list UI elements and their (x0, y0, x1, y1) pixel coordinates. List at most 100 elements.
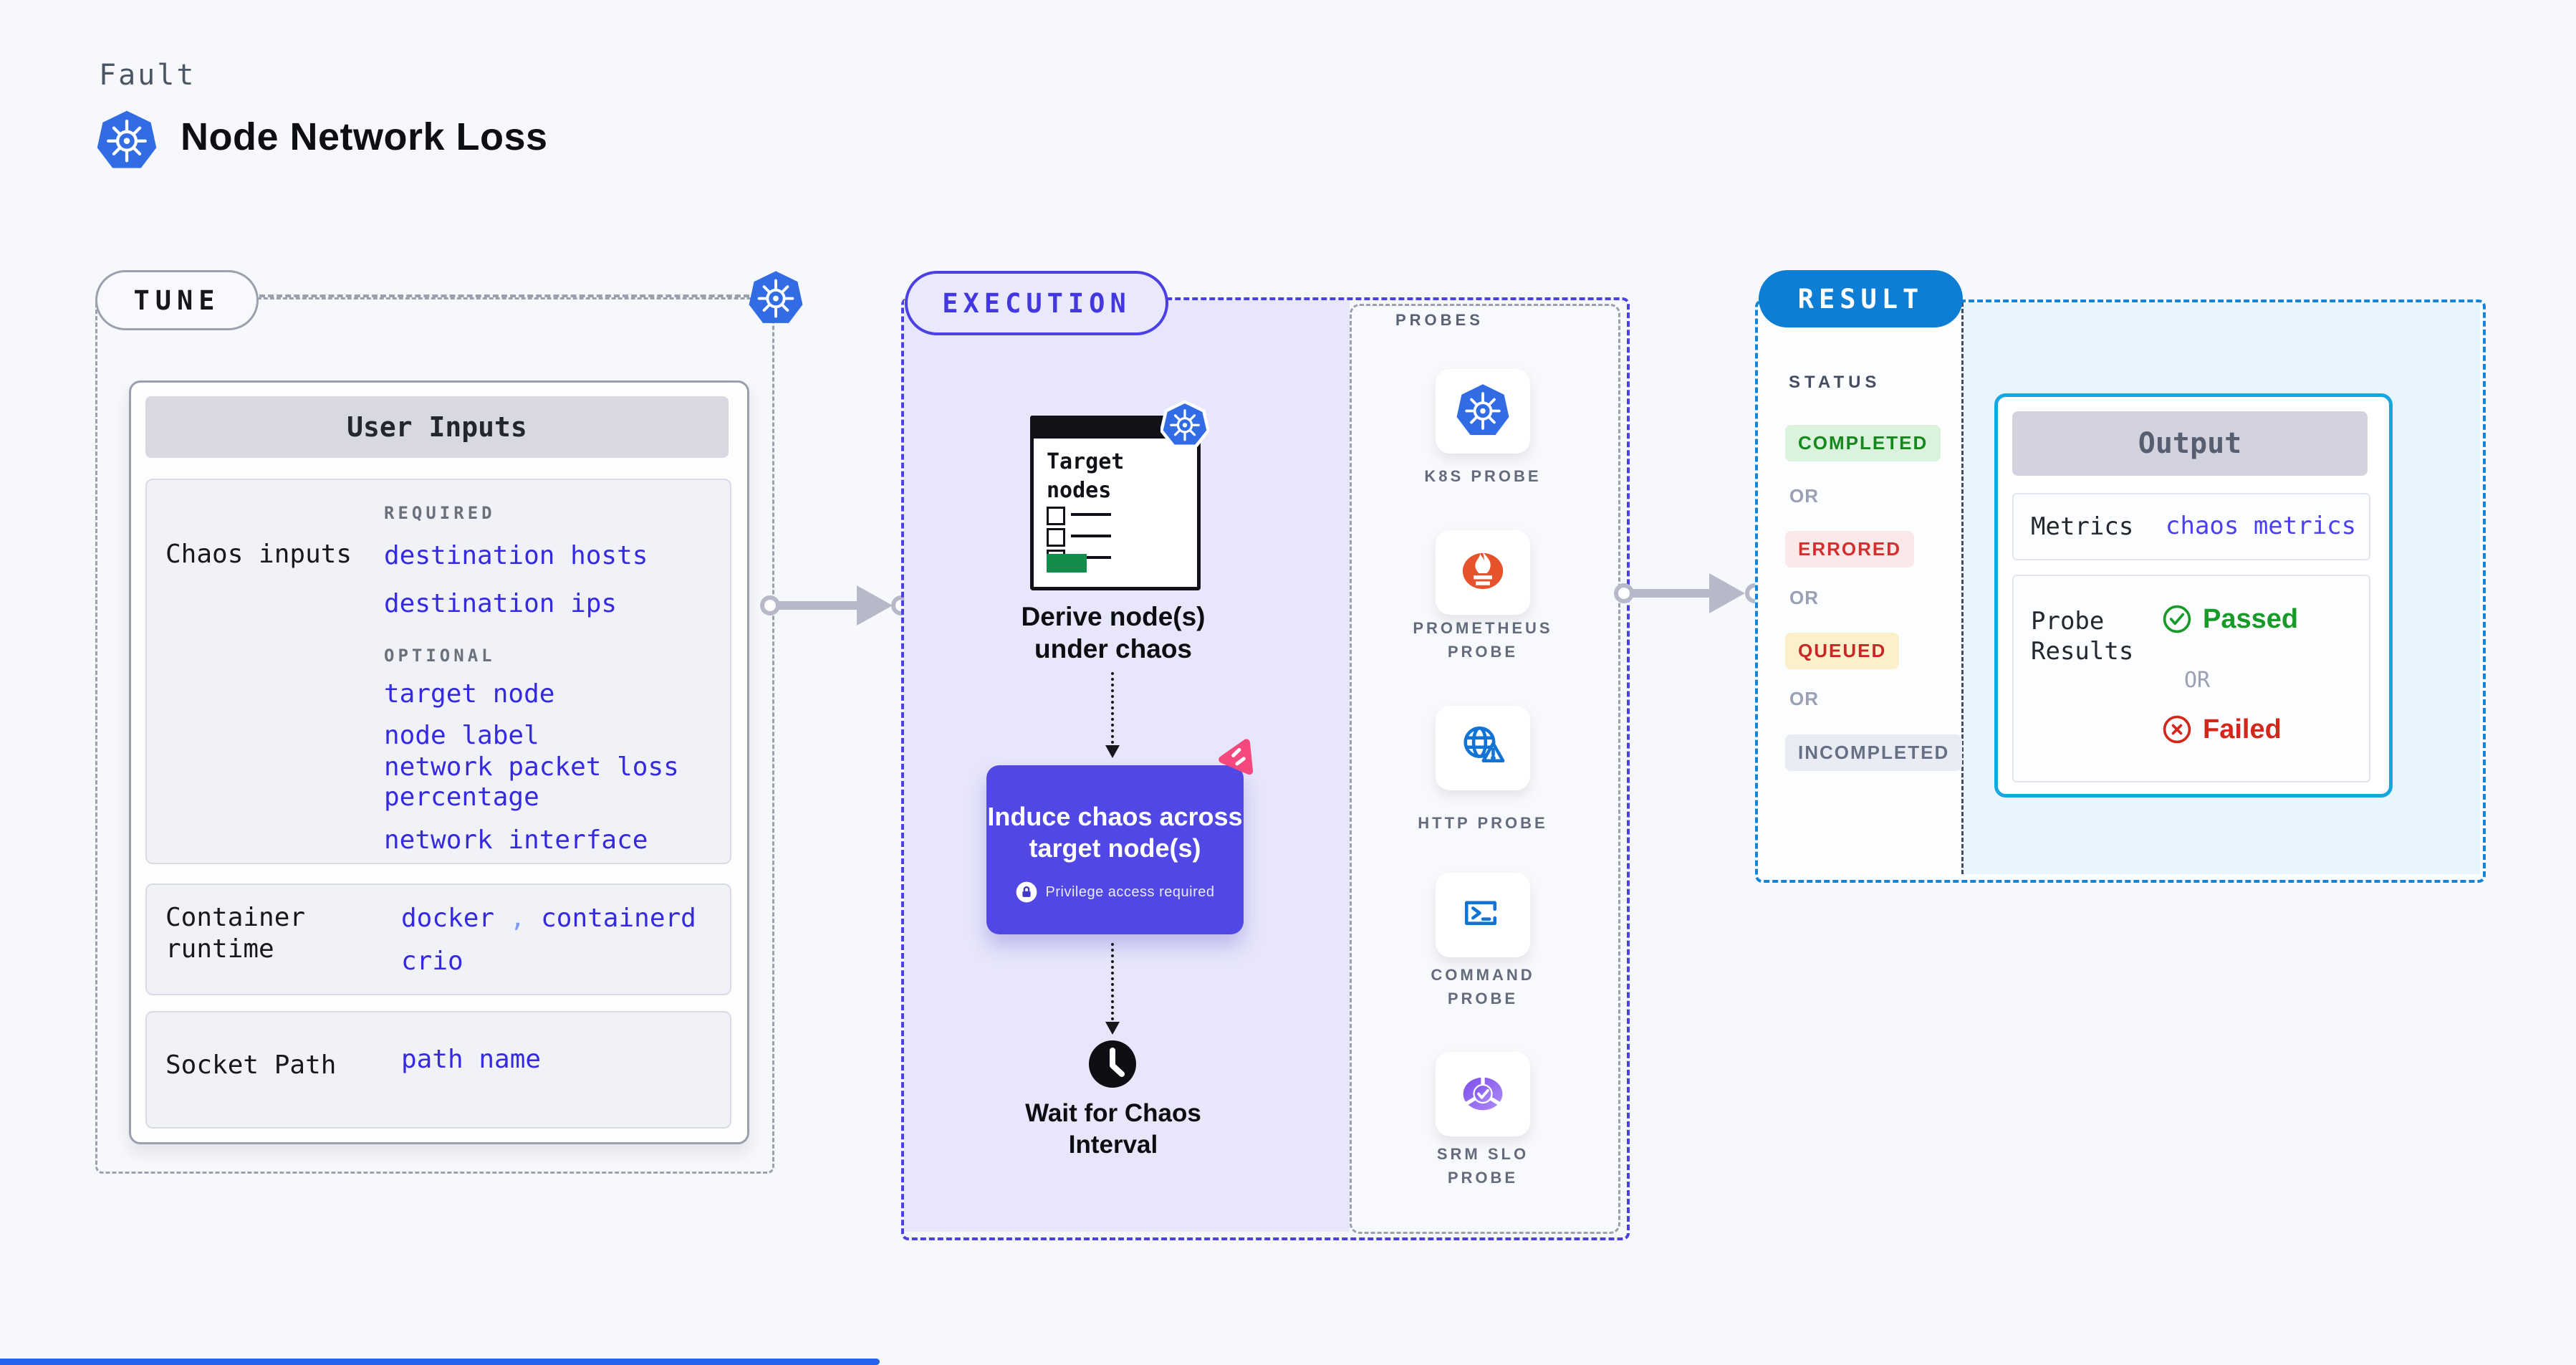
container-runtime-label-line2: runtime (165, 934, 274, 964)
or-label: OR (1789, 688, 1819, 709)
arrow-down-icon (1105, 1022, 1120, 1035)
tune-badge-label: TUNE (133, 284, 221, 316)
failed-result: Failed (2161, 714, 2282, 745)
tune-badge: TUNE (95, 270, 259, 330)
link-docker[interactable]: docker (401, 904, 495, 933)
result-divider (1961, 302, 1964, 874)
output-box: Output Metrics chaos metrics Probe Resul… (1994, 393, 2393, 798)
probe-label-line: SRM SLO (1436, 1145, 1529, 1163)
checkbox-icon (1047, 507, 1065, 525)
link-containerd[interactable]: containerd (541, 904, 696, 933)
privilege-note: Privilege access required (986, 881, 1244, 903)
kubernetes-icon (748, 269, 804, 325)
list-line (1071, 535, 1111, 537)
tune-connector-dash (259, 294, 749, 297)
probe-label-line: PROMETHEUS (1413, 619, 1553, 637)
horizontal-scrollbar[interactable] (0, 1359, 880, 1365)
checkbox-icon (1047, 528, 1065, 547)
passed-result: Passed (2161, 603, 2298, 635)
connector-dot (760, 595, 780, 616)
link-node-label[interactable]: node label (384, 721, 539, 750)
clock-icon (1087, 1039, 1138, 1089)
link-destination-hosts[interactable]: destination hosts (384, 541, 648, 570)
slo-pie-icon (1456, 1065, 1510, 1124)
wait-line1: Wait for Chaos (1025, 1099, 1201, 1127)
probe-card-srm-slo (1436, 1052, 1530, 1136)
window-title-line2: nodes (1047, 478, 1112, 503)
lock-icon (1016, 881, 1037, 903)
probe-results-row: Probe Results Passed OR Failed (2012, 575, 2370, 782)
induce-line1: Induce chaos across (987, 802, 1243, 831)
result-badge-label: RESULT (1797, 283, 1924, 315)
or-label: OR (1789, 485, 1819, 507)
probe-label-line: COMMAND (1431, 966, 1535, 984)
page-title: Node Network Loss (181, 115, 548, 158)
window-title-line1: Target (1047, 449, 1125, 474)
metrics-row: Metrics chaos metrics (2012, 493, 2370, 560)
terminal-icon (1456, 886, 1510, 944)
chaos-inputs-label: Chaos inputs (165, 540, 352, 569)
dotted-connector (1111, 943, 1114, 1020)
link-path-name[interactable]: path name (401, 1045, 542, 1074)
or-label: OR (1789, 587, 1819, 608)
link-destination-ips[interactable]: destination ips (384, 589, 617, 618)
link-chaos-metrics[interactable]: chaos metrics (2166, 512, 2357, 540)
check-circle-icon (2161, 603, 2193, 635)
optional-heading: OPTIONAL (384, 646, 496, 666)
probe-results-label-line2: Results (2031, 637, 2134, 666)
execution-badge: EXECUTION (905, 271, 1168, 335)
probe-results-label-line1: Probe (2031, 607, 2105, 636)
page-kicker: Fault (99, 59, 196, 92)
arrow-down-icon (1105, 745, 1120, 758)
probe-card-command (1436, 873, 1530, 957)
container-runtime-row: Container runtime docker , containerd cr… (145, 883, 731, 995)
or-label: OR (2184, 668, 2211, 693)
user-inputs-title: User Inputs (347, 411, 527, 443)
failed-label: Failed (2203, 714, 2282, 744)
probe-label-srm-slo: SRM SLO PROBE (1375, 1142, 1590, 1189)
wait-line2: Interval (1068, 1131, 1158, 1159)
status-badge-errored: ERRORED (1785, 531, 1915, 567)
status-badge-incompleted: INCOMPLETED (1785, 734, 1963, 771)
result-badge: RESULT (1759, 270, 1963, 327)
link-target-node[interactable]: target node (384, 679, 555, 709)
chaos-triangle-icon (1214, 736, 1256, 778)
runtime-comma: , (509, 904, 526, 933)
container-runtime-label-line1: Container (165, 903, 306, 932)
probe-label-k8s: K8S PROBE (1424, 467, 1542, 485)
chaos-inputs-row: Chaos inputs REQUIRED destination hosts … (145, 479, 731, 864)
required-heading: REQUIRED (384, 503, 496, 523)
metrics-label: Metrics (2031, 512, 2134, 541)
list-line (1071, 513, 1111, 516)
window-green-button (1047, 554, 1087, 573)
socket-path-row: Socket Path path name (145, 1011, 731, 1129)
probe-label-line: PROBE (1447, 990, 1519, 1007)
kubernetes-icon (1456, 383, 1510, 441)
step-derive-line2: under chaos (1034, 634, 1192, 664)
tune-section-outline (95, 297, 774, 1174)
probe-card-prometheus (1436, 530, 1530, 615)
passed-label: Passed (2203, 603, 2299, 634)
probe-label-line: PROBE (1447, 1169, 1519, 1187)
kubernetes-icon (1160, 400, 1210, 449)
execution-badge-label: EXECUTION (942, 287, 1131, 319)
status-badge-queued: QUEUED (1785, 633, 1900, 669)
output-title: Output (2138, 427, 2242, 460)
link-network-interface[interactable]: network interface (384, 825, 648, 855)
step-wait-interval: Wait for Chaos Interval (984, 1098, 1242, 1161)
user-inputs-card: User Inputs Chaos inputs REQUIRED destin… (129, 380, 749, 1144)
dotted-connector (1111, 672, 1114, 744)
link-network-packet-loss-percentage[interactable]: network packet loss percentage (384, 752, 679, 812)
kubernetes-icon (96, 109, 158, 171)
probe-label-command: COMMAND PROBE (1375, 963, 1590, 1010)
induce-line2: target node(s) (1029, 833, 1201, 863)
probes-title: PROBES (1395, 311, 1484, 329)
probe-label-line: PROBE (1447, 643, 1519, 661)
probe-label-prometheus: PROMETHEUS PROBE (1375, 616, 1590, 664)
socket-path-label: Socket Path (165, 1050, 337, 1080)
link-crio[interactable]: crio (401, 947, 463, 976)
step-derive-nodes: Derive node(s) under chaos (984, 600, 1242, 665)
status-title: STATUS (1789, 373, 1881, 392)
connector-dot (1614, 583, 1634, 603)
privilege-note-text: Privilege access required (1045, 883, 1215, 900)
